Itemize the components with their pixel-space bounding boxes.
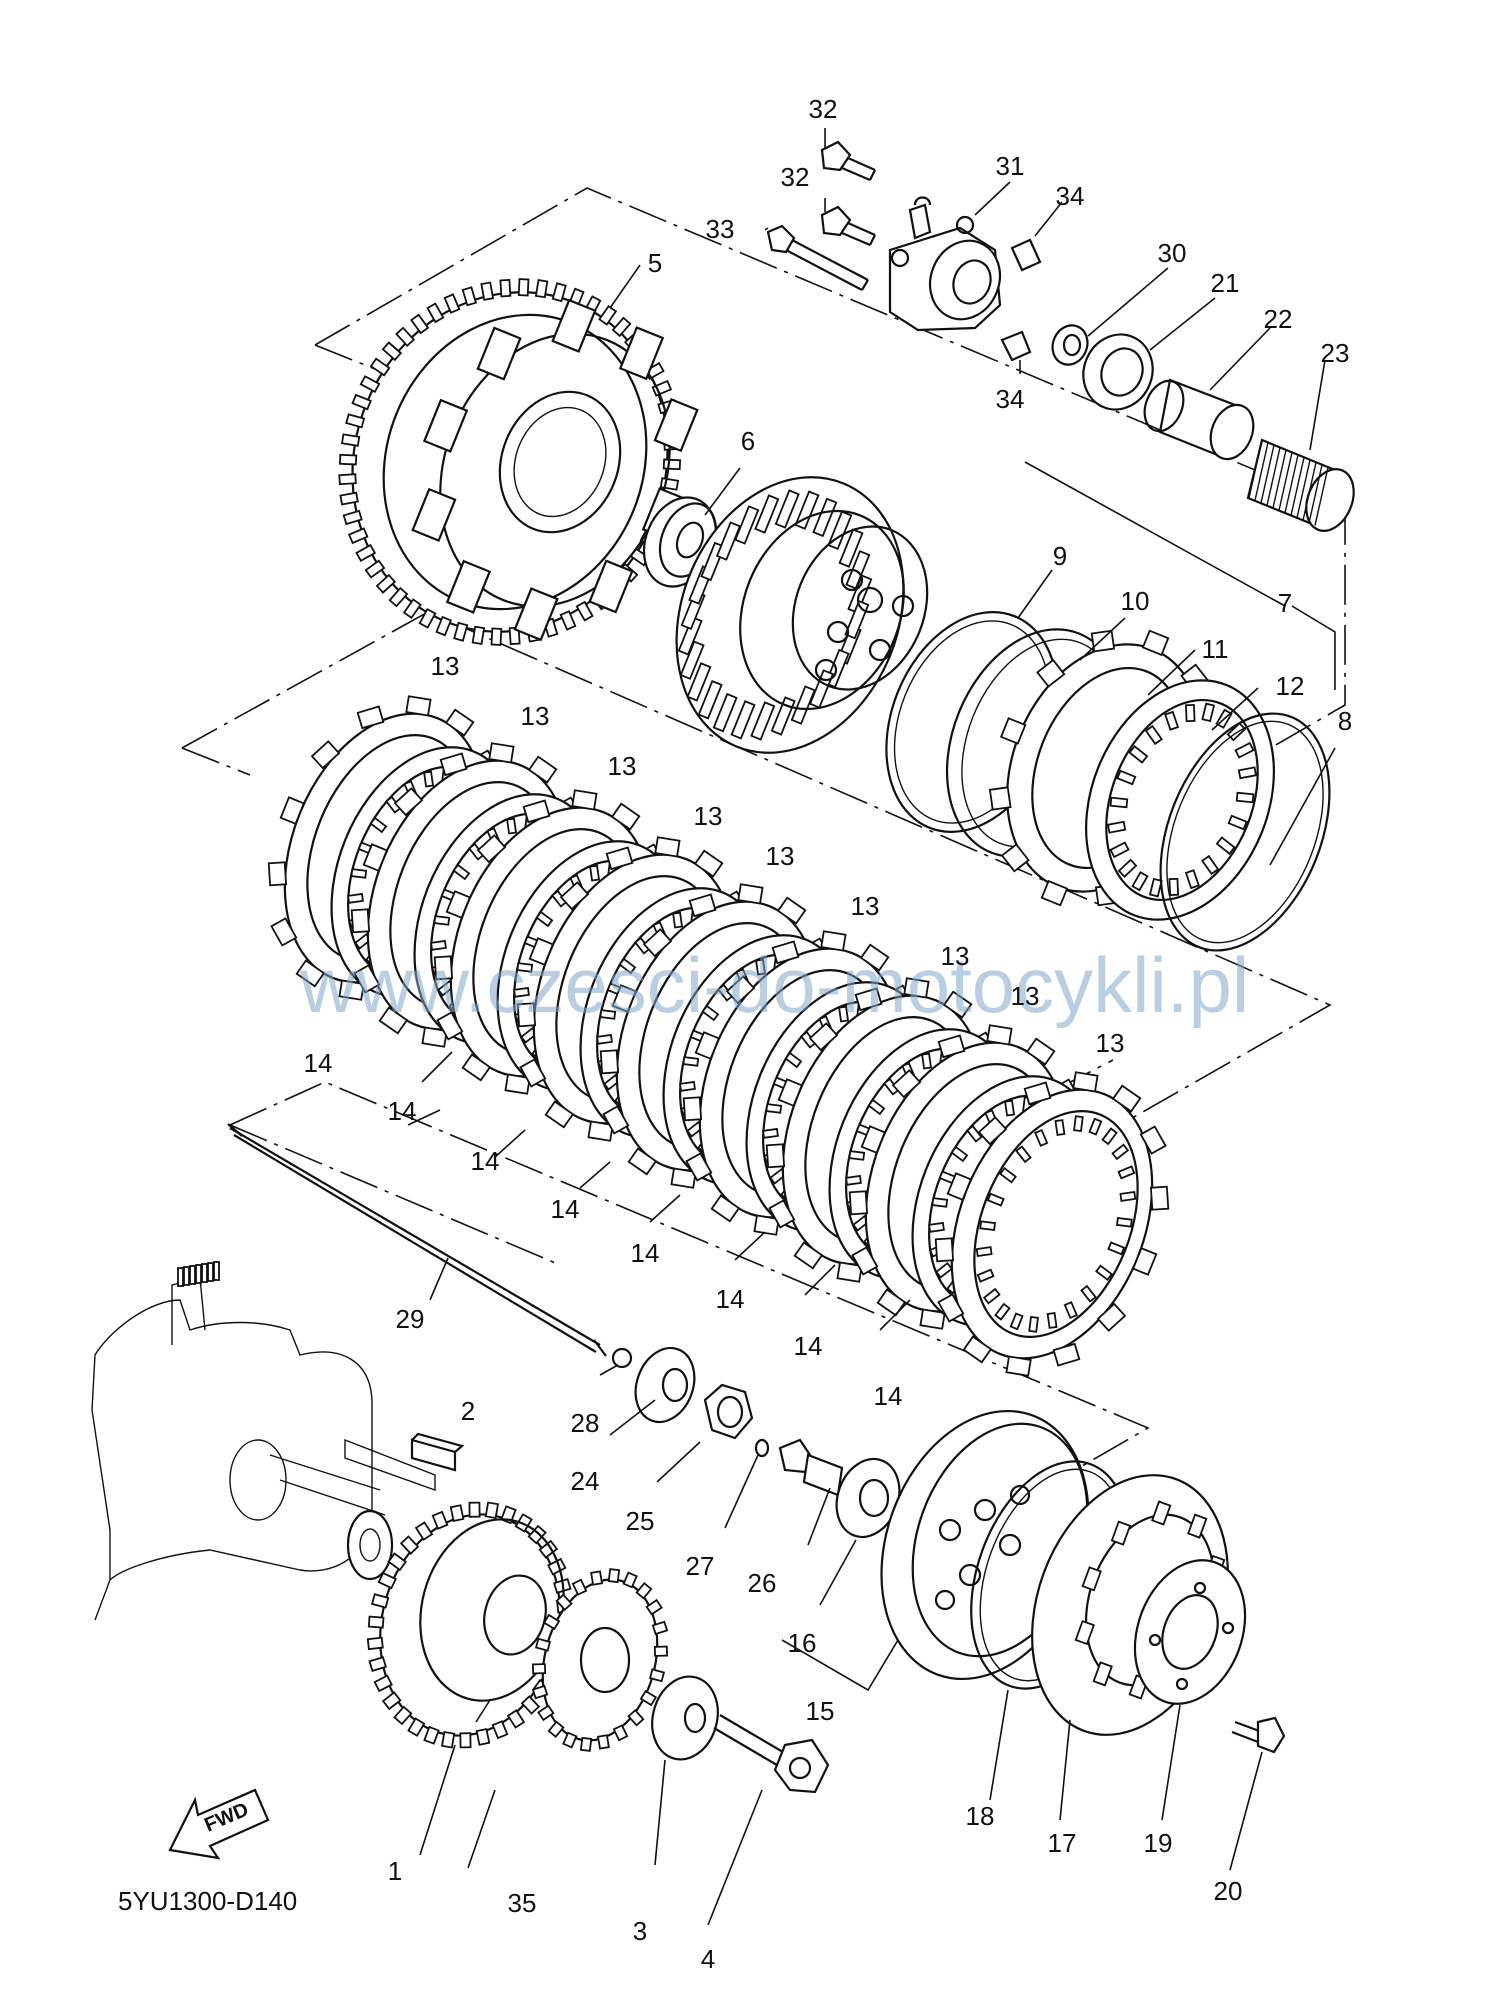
callout-29: 29 — [396, 1304, 425, 1334]
bolt-4 — [713, 1714, 830, 1794]
callout-leaders — [407, 128, 1336, 1926]
callout-32a: 32 — [809, 94, 838, 124]
callout-21: 21 — [1211, 268, 1240, 298]
callout-14e: 14 — [631, 1238, 660, 1268]
callout-4: 4 — [701, 1944, 715, 1974]
dowel-34-upper — [1010, 238, 1042, 272]
callout-31: 31 — [996, 151, 1025, 181]
callout-14d: 14 — [551, 1194, 580, 1224]
friction-plate — [934, 1071, 1170, 1377]
callout-14c: 14 — [471, 1146, 500, 1176]
callout-2: 2 — [461, 1396, 475, 1426]
callout-33: 33 — [706, 214, 735, 244]
callout-3: 3 — [633, 1916, 647, 1946]
o-ring-27 — [754, 1438, 770, 1458]
callout-32b: 32 — [781, 162, 810, 192]
callout-13f: 13 — [851, 891, 880, 921]
dowel-34-lower — [1000, 330, 1032, 362]
callout-13d: 13 — [694, 801, 723, 831]
callout-26: 26 — [748, 1568, 777, 1598]
nut-25 — [703, 1383, 754, 1440]
lock-washer-24 — [634, 1346, 696, 1424]
callout-14h: 14 — [874, 1381, 903, 1411]
bolt-32-lower — [820, 205, 876, 247]
callout-13g: 13 — [941, 941, 970, 971]
circlip-8 — [1159, 712, 1331, 952]
callout-24: 24 — [571, 1466, 600, 1496]
bolt-32-upper — [820, 140, 876, 182]
callout-22: 22 — [1264, 304, 1293, 334]
callout-6: 6 — [741, 426, 755, 456]
callout-23: 23 — [1321, 338, 1350, 368]
callout-34b: 34 — [996, 384, 1025, 414]
callout-20: 20 — [1214, 1876, 1243, 1906]
callout-35: 35 — [508, 1888, 537, 1918]
callout-13i: 13 — [1096, 1028, 1125, 1058]
callout-30: 30 — [1158, 238, 1187, 268]
callout-7: 7 — [1278, 588, 1292, 618]
needle-bearing-23 — [1246, 438, 1355, 532]
assembly-frame-plates — [181, 611, 1332, 1146]
oil-seal-21 — [1082, 333, 1154, 411]
washer-3 — [651, 1675, 719, 1761]
callout-14f: 14 — [716, 1284, 745, 1314]
callout-14g: 14 — [794, 1331, 823, 1361]
ball-28 — [611, 1347, 633, 1369]
callout-8: 8 — [1338, 706, 1352, 736]
watermark: www.czesci-do-motocykli.pl — [299, 941, 1249, 1029]
push-rod-29 — [227, 1123, 607, 1357]
callout-10: 10 — [1121, 586, 1150, 616]
drawing-code: 5YU1300-D140 — [118, 1886, 297, 1916]
callout-5: 5 — [648, 248, 662, 278]
callout-18: 18 — [966, 1801, 995, 1831]
callout-27: 27 — [686, 1551, 715, 1581]
clutch-housing — [338, 278, 699, 646]
callout-1: 1 — [388, 1856, 402, 1886]
crankshaft — [91, 1261, 436, 1621]
callout-14a: 14 — [304, 1048, 333, 1078]
push-rod-piston-22 — [1143, 378, 1255, 461]
callout-11: 11 — [1202, 634, 1229, 664]
release-bolt-26 — [778, 1438, 844, 1497]
callout-34a: 34 — [1056, 181, 1085, 211]
sprocket-gear-35 — [531, 1568, 669, 1752]
callout-13e: 13 — [766, 841, 795, 871]
callout-28: 28 — [571, 1408, 600, 1438]
seal-30 — [1051, 324, 1089, 366]
bolt-20 — [1231, 1716, 1286, 1754]
callout-13h: 13 — [1011, 981, 1040, 1011]
callout-15: 15 — [806, 1696, 835, 1726]
callout-13b: 13 — [521, 701, 550, 731]
callout-17: 17 — [1048, 1828, 1077, 1858]
fwd-arrow-icon: FWD — [168, 1788, 270, 1860]
callout-19: 19 — [1144, 1828, 1173, 1858]
callout-12: 12 — [1276, 671, 1305, 701]
callout-13c: 13 — [608, 751, 637, 781]
release-cylinder — [888, 196, 1002, 332]
callout-13a: 13 — [431, 651, 460, 681]
clutch-boss — [675, 476, 929, 754]
callout-labels: 32 32 33 31 34 34 30 21 22 23 5 6 9 10 7… — [304, 94, 1353, 1974]
callout-14b: 14 — [388, 1096, 417, 1126]
callout-16: 16 — [788, 1628, 817, 1658]
callout-9: 9 — [1053, 541, 1067, 571]
callout-25: 25 — [626, 1506, 655, 1536]
assembly-frame-lower — [229, 1081, 1150, 1481]
friction-and-clutch-plates — [267, 695, 1170, 1377]
key-2 — [410, 1432, 465, 1472]
bolt-33 — [766, 224, 869, 291]
spring-retainer-19 — [1133, 1559, 1247, 1705]
